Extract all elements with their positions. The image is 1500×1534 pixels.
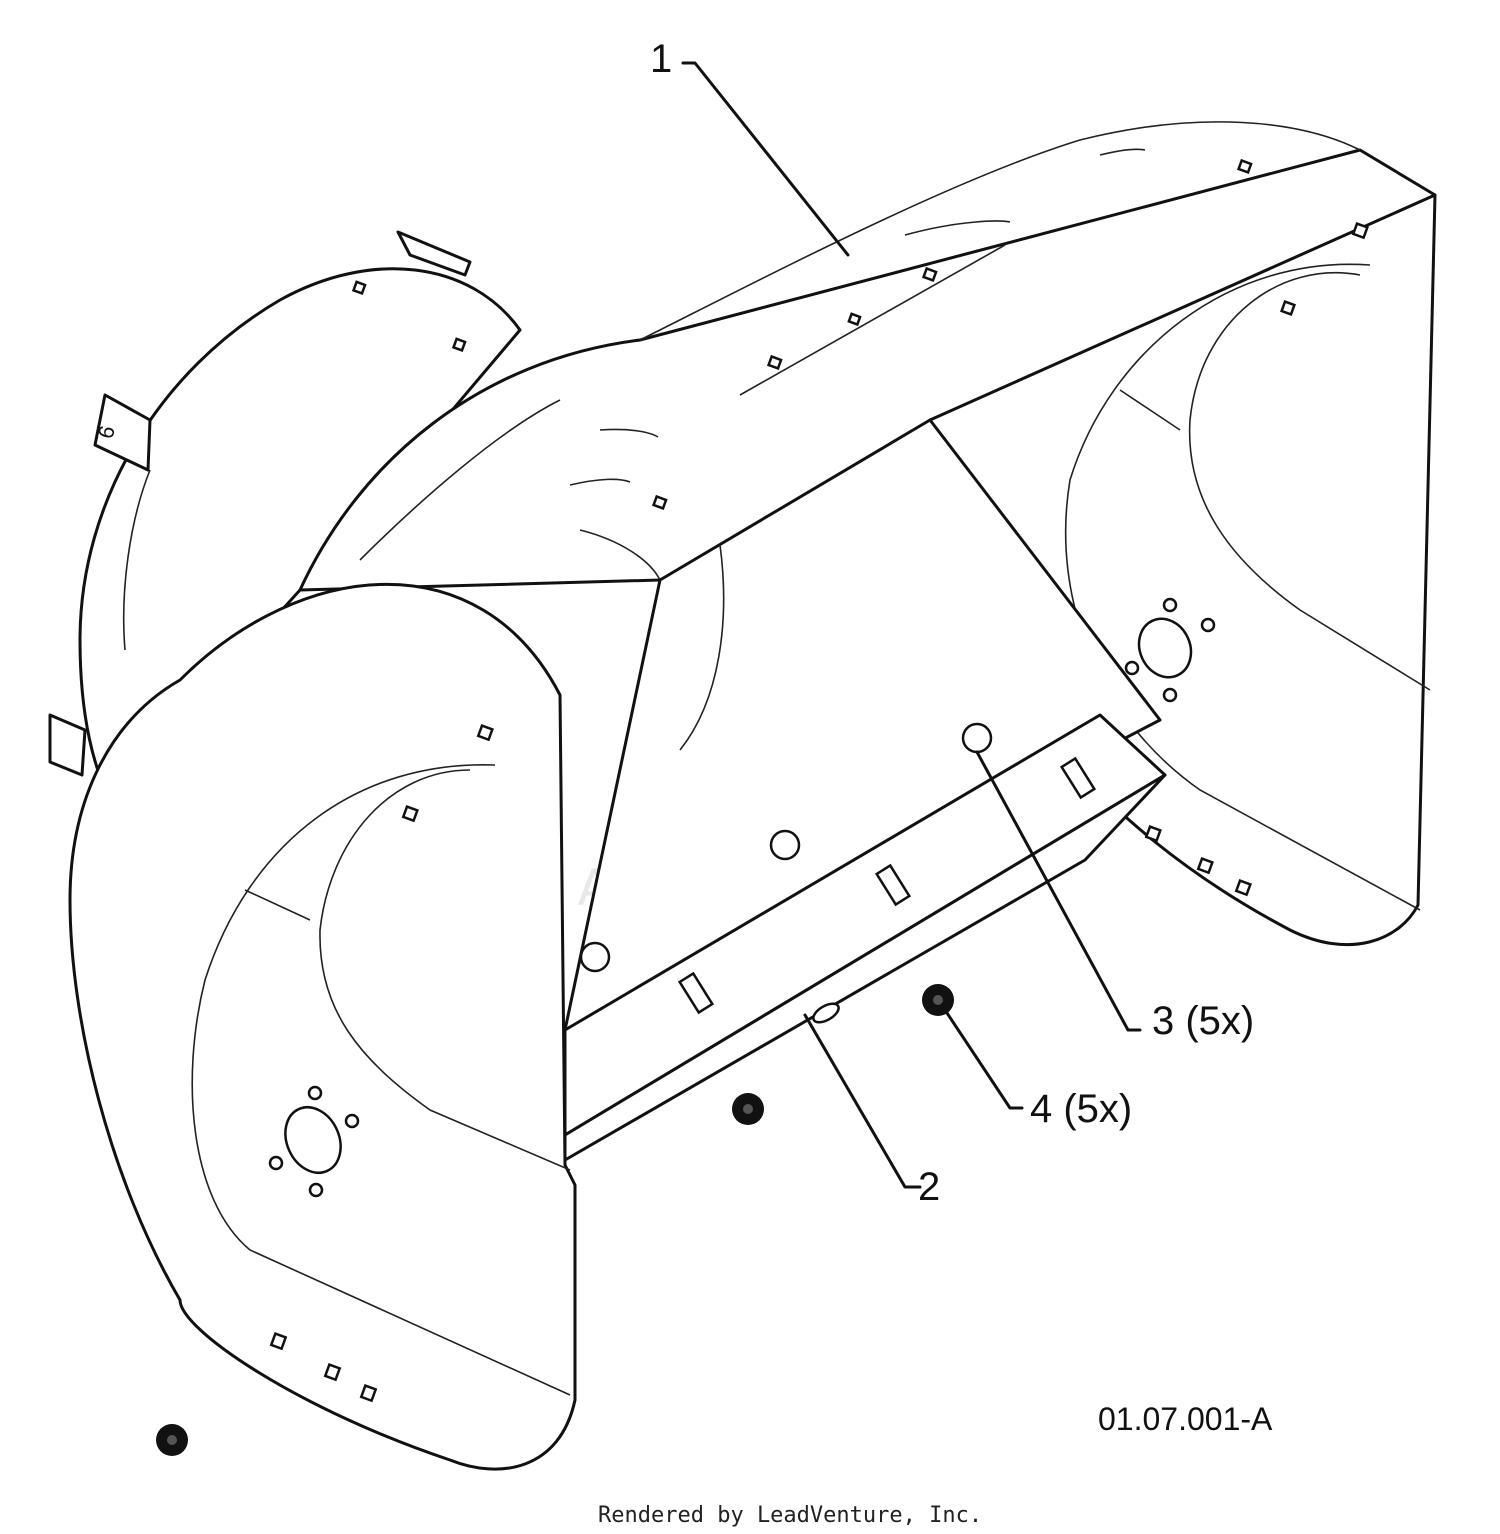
gear-housing: 6	[48, 230, 522, 802]
carriage-bolt	[579, 941, 611, 973]
footer-credit: Rendered by LeadVenture, Inc.	[598, 1503, 982, 1528]
housing-tab-bottom	[48, 713, 87, 777]
hex-nuts	[156, 984, 954, 1456]
leader-lines	[681, 61, 1142, 1189]
callout-part4: 4 (5x)	[1030, 1087, 1132, 1131]
housing-tab-top	[93, 393, 152, 472]
leader-part2	[803, 1013, 922, 1189]
auger-housing	[68, 121, 1437, 1471]
callout-part2: 2	[918, 1165, 940, 1209]
callout-part3: 3 (5x)	[1152, 999, 1254, 1043]
diagram-code: 01.07.001-A	[1098, 1401, 1273, 1437]
carriage-bolt	[961, 722, 993, 754]
carriage-bolt	[769, 829, 801, 861]
leader-part3	[975, 750, 1142, 1032]
leader-part1	[681, 61, 850, 257]
leader-part4	[943, 1008, 1024, 1110]
callout-part1: 1	[650, 37, 672, 81]
